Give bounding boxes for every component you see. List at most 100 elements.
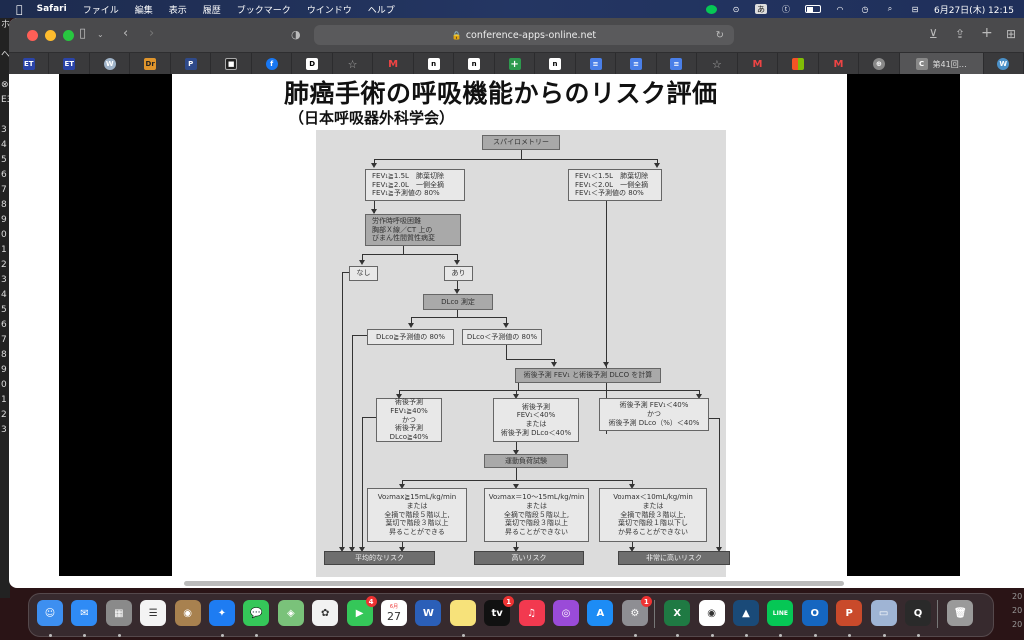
tab-bookmark[interactable]: ⊕ [859, 53, 900, 75]
tab-bookmark[interactable]: n [535, 53, 576, 75]
dock-kindle-icon[interactable]: ▲ [733, 600, 759, 626]
arrow-head [513, 450, 519, 455]
dock-trash-icon[interactable]: 🗑 [947, 600, 974, 626]
privacy-shield-icon[interactable]: ◑ [291, 28, 301, 41]
slide-left-border [59, 74, 172, 576]
control-center-icon[interactable]: ⊟ [911, 4, 919, 14]
dock-photos-icon[interactable]: ✿ [312, 600, 339, 626]
dock-word-icon[interactable]: W [415, 600, 442, 626]
tab-bookmark[interactable]: W [984, 53, 1024, 75]
calendar-month: 6月 [389, 604, 399, 610]
menu-edit[interactable]: 編集 [128, 5, 153, 16]
new-tab-icon[interactable]: + [981, 25, 993, 41]
back-button[interactable]: ‹ [123, 26, 129, 41]
dock-preview-icon[interactable]: ▭ [870, 600, 897, 626]
tab-bookmark[interactable]: M [373, 53, 414, 75]
dock-podcasts-icon[interactable]: ◎ [553, 600, 579, 626]
tab-bookmark[interactable]: ☆ [697, 53, 738, 75]
close-window-button[interactable] [27, 29, 38, 41]
search-icon[interactable]: ⌕ [887, 4, 893, 13]
tab-bookmark[interactable]: M [819, 53, 860, 75]
dock-icon-glyph: ⚙ [630, 607, 640, 619]
globe-icon: ⊕ [872, 58, 885, 70]
dock-app-store-icon[interactable]: A [587, 600, 614, 626]
tab-bookmark[interactable]: ■ [211, 53, 252, 75]
download-icon[interactable]: ⊻ [929, 27, 938, 41]
arrow-head [503, 323, 509, 328]
dock-facetime-icon[interactable]: ▶4 [346, 596, 377, 626]
tab-bookmark[interactable]: n [454, 53, 495, 75]
clock[interactable]: 6月27日(木) 12:15 [934, 5, 1014, 16]
tab-bookmark[interactable]: ≡ [576, 53, 617, 75]
dock-maps-icon[interactable]: ◈ [277, 600, 304, 626]
address-bar[interactable]: 🔒 conference-apps-online.net ↻ [314, 25, 734, 45]
tab-bookmark[interactable]: ☆ [333, 53, 374, 75]
tab-bookmark[interactable]: ET [9, 53, 50, 75]
chevron-down-icon[interactable]: ⌄ [97, 30, 104, 39]
zoom-window-button[interactable] [63, 29, 74, 41]
arrow-head [399, 484, 405, 489]
dock-quicktime-icon[interactable]: Q [905, 600, 931, 626]
dock-mail-icon[interactable]: ✉ [71, 600, 98, 626]
tab-bookmark[interactable]: ⊞ [778, 53, 819, 75]
tab-bookmark[interactable]: W [90, 53, 131, 75]
tab-overview-icon[interactable]: ⊞ [1006, 27, 1017, 41]
dock-safari-icon[interactable]: ✦ [209, 600, 235, 626]
dock-contacts-icon[interactable]: ◉ [174, 600, 201, 626]
dock-icon-glyph: ✿ [320, 607, 330, 619]
line-icon[interactable] [706, 4, 717, 14]
input-method-icon[interactable]: あ [755, 4, 767, 14]
battery-icon[interactable] [805, 5, 821, 13]
tab-bookmark[interactable]: + [495, 53, 536, 75]
tab-bookmark[interactable]: ET [49, 53, 90, 75]
dock-outlook-icon[interactable]: O [801, 600, 828, 626]
horizontal-scrollbar[interactable] [184, 581, 844, 586]
dock-launchpad-icon[interactable]: ▦ [105, 600, 132, 626]
tab-bookmark[interactable]: M [738, 53, 779, 75]
tab-active[interactable]: C 第41回… [899, 53, 984, 75]
dock-icon-glyph: ✦ [217, 607, 227, 619]
tab-bookmark[interactable]: Dr [130, 53, 171, 75]
apple-menu-icon[interactable]:  [16, 3, 23, 16]
menu-view[interactable]: 表示 [162, 5, 187, 16]
menu-history[interactable]: 履歴 [196, 5, 221, 16]
node-risk-high: 高いリスク [474, 551, 584, 565]
tab-bookmark[interactable]: D [292, 53, 333, 75]
menu-file[interactable]: ファイル [76, 5, 119, 16]
dock-line-icon[interactable]: LINE [767, 600, 794, 626]
upload-icon[interactable]: ⓣ [782, 4, 790, 14]
menu-app-name[interactable]: Safari [30, 4, 67, 14]
strip-text: ⊗ [1, 80, 9, 90]
tab-bookmark[interactable]: f [252, 53, 293, 75]
tab-bookmark[interactable]: ≡ [657, 53, 698, 75]
share-icon[interactable]: ⇪ [955, 27, 966, 41]
dock-messages-icon[interactable]: 💬 [243, 600, 270, 626]
dock-reminders-icon[interactable]: ☰ [140, 600, 167, 626]
dock-notes-icon[interactable] [449, 600, 476, 626]
time-machine-icon[interactable]: ◷ [861, 4, 869, 14]
minimize-window-button[interactable] [45, 29, 56, 41]
dock-music-icon[interactable]: ♫ [518, 600, 545, 626]
play-icon[interactable]: ⊙ [732, 4, 740, 14]
forward-button[interactable]: › [149, 26, 155, 41]
sidebar-toggle-icon[interactable]: ▯ [79, 26, 87, 41]
strip-text: ホ [1, 20, 11, 30]
calendar-day: 27 [387, 610, 401, 623]
tab-bookmark[interactable]: P [171, 53, 212, 75]
tab-bookmark[interactable]: ≡ [616, 53, 657, 75]
dock-excel-icon[interactable]: X [664, 600, 691, 626]
menu-window[interactable]: ウインドウ [300, 5, 352, 16]
tab-bookmark[interactable]: n [414, 53, 455, 75]
arrow-head [716, 547, 722, 552]
dock-powerpoint-icon[interactable]: P [836, 600, 863, 626]
notification-badge: 1 [503, 596, 515, 607]
reload-icon[interactable]: ↻ [715, 29, 724, 41]
menu-bookmarks[interactable]: ブックマーク [230, 5, 291, 16]
dock-finder-icon[interactable]: ☺ [37, 600, 63, 626]
menu-help[interactable]: ヘルプ [361, 5, 395, 16]
dock-chrome-icon[interactable]: ◉ [698, 600, 725, 626]
dock-system-settings-icon[interactable]: ⚙1 [621, 596, 652, 626]
wifi-icon[interactable]: ◠ [836, 4, 844, 14]
